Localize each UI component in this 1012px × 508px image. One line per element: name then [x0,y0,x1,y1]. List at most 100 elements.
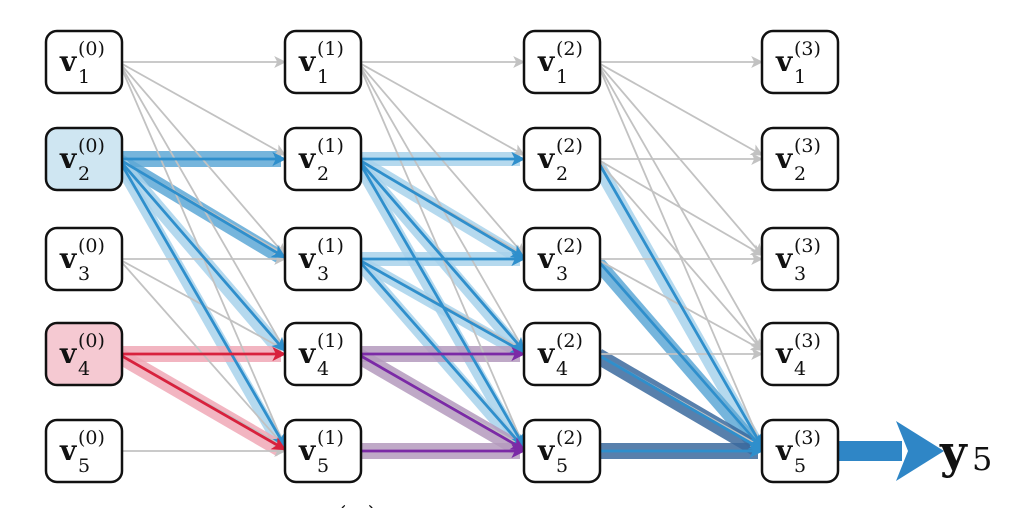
node-box [760,418,840,484]
node-box [522,29,602,95]
node-superscript: (2) [556,330,583,352]
blue-edge [598,164,764,448]
node-subscript: 2 [317,163,329,185]
node-superscript: (0) [78,38,105,60]
gray-edge [599,63,764,156]
blue-edge [359,162,526,353]
node-symbol: v [775,434,793,467]
purple-edge [360,354,526,451]
blue-edge [360,159,526,259]
node-subscript: 5 [556,455,568,477]
node-superscript: (2) [556,427,583,449]
node-superscript: (3) [794,235,821,257]
blue-edge [598,262,764,450]
node-superscript: (3) [794,38,821,60]
node-subscript: 2 [794,163,806,185]
node-subscript: 5 [317,455,329,477]
node-superscript: (1) [317,427,344,449]
node-subscript: 1 [794,66,806,88]
node-subscript: 5 [794,455,806,477]
node-symbol: v [537,242,555,275]
node-box [283,29,363,95]
node-subscript: 4 [317,358,329,380]
node-box [522,418,602,484]
node-subscript: 3 [794,263,806,285]
node-subscript: 3 [317,263,329,285]
node-subscript: 3 [556,263,568,285]
node-superscript: (0) [78,235,105,257]
node-superscript: (2) [556,235,583,257]
node-box [522,126,602,192]
blue-edge [599,354,764,451]
node-box [522,226,602,292]
node-symbol: v [775,337,793,370]
node-symbol: v [298,434,316,467]
node-superscript: (0) [78,330,105,352]
node-superscript: (3) [794,427,821,449]
node-box [522,321,602,387]
node-symbol: v [537,45,555,78]
node-box [44,321,124,387]
node-superscript: (2) [556,38,583,60]
node-subscript: 2 [556,163,568,185]
node-subscript: 4 [794,358,806,380]
gray-edge [360,63,526,156]
node-superscript: (0) [78,135,105,157]
node-symbol: v [59,337,77,370]
blue-edge [359,262,526,450]
node-symbol: v [775,45,793,78]
blue-halo [114,158,287,356]
blue-edge [120,164,287,448]
node-superscript: (1) [317,135,344,157]
blue-edge [121,159,287,259]
node-superscript: (1) [317,38,344,60]
node-subscript: 4 [556,358,568,380]
node-box [283,321,363,387]
output-arrow [838,421,944,481]
gray-edge [599,162,763,351]
output-symbol: y [939,425,968,479]
node-box [283,126,363,192]
node-box [283,226,363,292]
node-superscript: (3) [794,135,821,157]
node-box [760,226,840,292]
gray-edge [121,63,287,156]
output-subscript: 5 [972,440,992,478]
blue-edge [360,259,526,354]
gray-edge [599,65,763,256]
node-subscript: 1 [78,66,90,88]
node-box [283,418,363,484]
blue-halo [592,258,764,453]
node-box [44,29,124,95]
node-symbol: v [298,242,316,275]
blue-halo [114,162,287,450]
node-box [44,226,124,292]
gray-edge [599,68,764,449]
node-box [760,29,840,95]
node-subscript: 3 [78,263,90,285]
node-subscript: 1 [317,66,329,88]
output-arrow-head [896,421,944,481]
gray-edge [599,160,764,256]
node-symbol: v [59,242,77,275]
blue-edge [120,162,287,353]
node-subscript: 1 [556,66,568,88]
node-symbol: v [59,142,77,175]
node-symbol: v [59,45,77,78]
